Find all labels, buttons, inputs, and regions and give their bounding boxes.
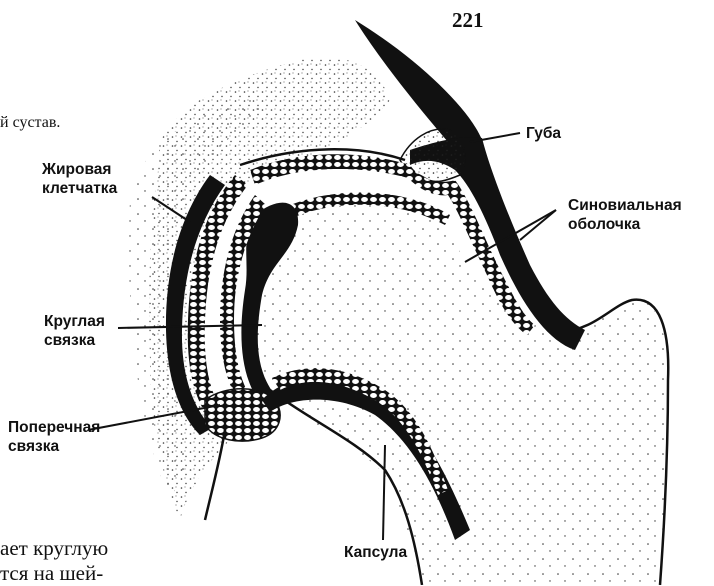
label-synovial-line2: оболочка [568, 215, 682, 234]
label-transverse-line1: Поперечная [8, 418, 100, 437]
label-round-line2: связка [44, 331, 105, 350]
label-round-line1: Круглая [44, 312, 105, 331]
label-fat-tissue-line2: клетчатка [42, 179, 117, 198]
label-transverse-line2: связка [8, 437, 100, 456]
label-synovial-membrane: Синовиальная оболочка [568, 196, 682, 234]
label-round-ligament: Круглая связка [44, 312, 105, 350]
label-transverse-ligament: Поперечная связка [8, 418, 100, 456]
label-fat-tissue: Жировая клетчатка [42, 160, 117, 198]
label-fat-tissue-line1: Жировая [42, 160, 117, 179]
leader-synovial-a [520, 210, 556, 240]
label-lip: Губа [526, 124, 561, 143]
label-synovial-line1: Синовиальная [568, 196, 682, 215]
label-capsule: Капсула [344, 543, 407, 562]
